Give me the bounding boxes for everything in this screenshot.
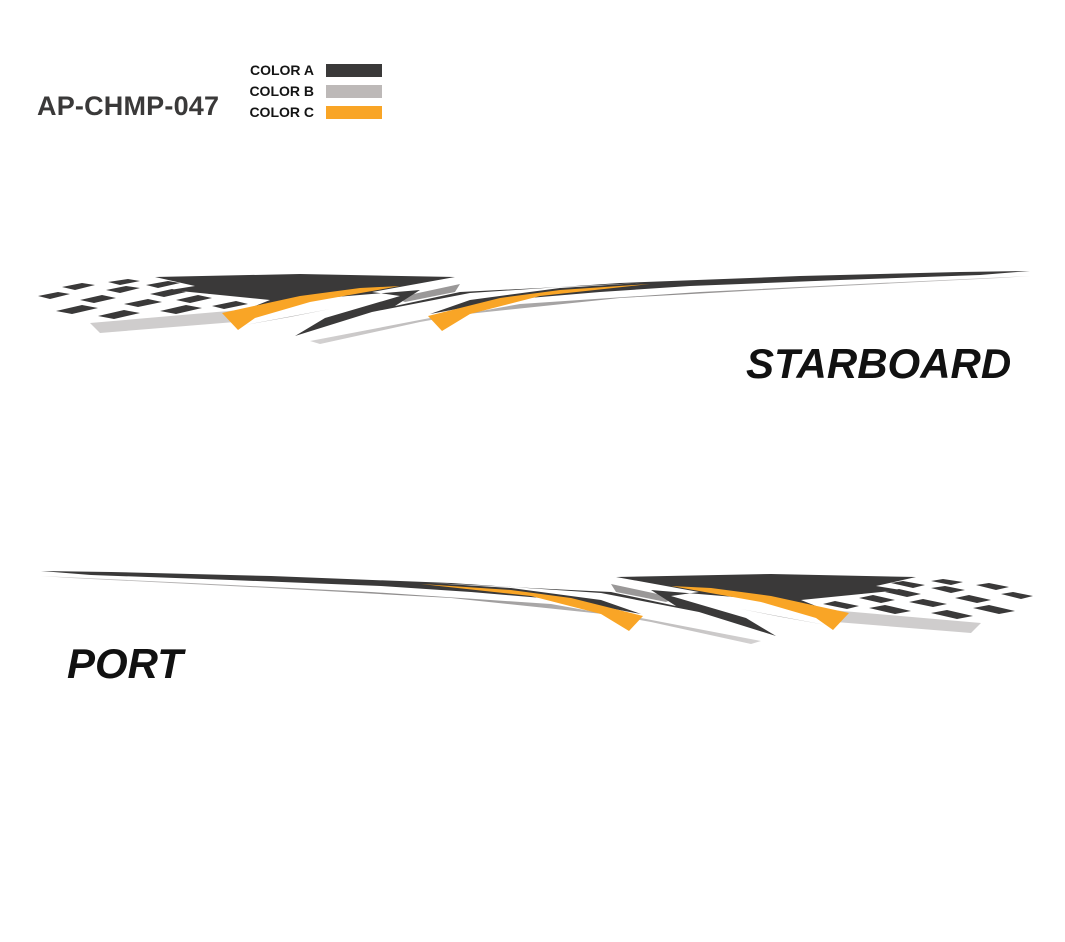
port-label: PORT: [67, 640, 183, 687]
starboard-label: STARBOARD: [746, 340, 1012, 387]
legend-swatch-color-a: [326, 64, 382, 77]
legend-swatch-color-b: [326, 85, 382, 98]
port-decal: [41, 571, 1033, 644]
legend-label-color-c: COLOR C: [249, 104, 314, 120]
legend-row-color-b: COLOR B: [232, 81, 382, 102]
color-legend: COLOR A COLOR B COLOR C: [232, 60, 382, 123]
starboard-decal: [38, 271, 1030, 344]
legend-label-color-a: COLOR A: [249, 62, 314, 78]
legend-row-color-a: COLOR A: [232, 60, 382, 81]
design-code: AP-CHMP-047: [37, 91, 220, 121]
legend-row-color-c: COLOR C: [232, 102, 382, 123]
legend-swatch-color-c: [326, 106, 382, 119]
legend-label-color-b: COLOR B: [249, 83, 314, 99]
